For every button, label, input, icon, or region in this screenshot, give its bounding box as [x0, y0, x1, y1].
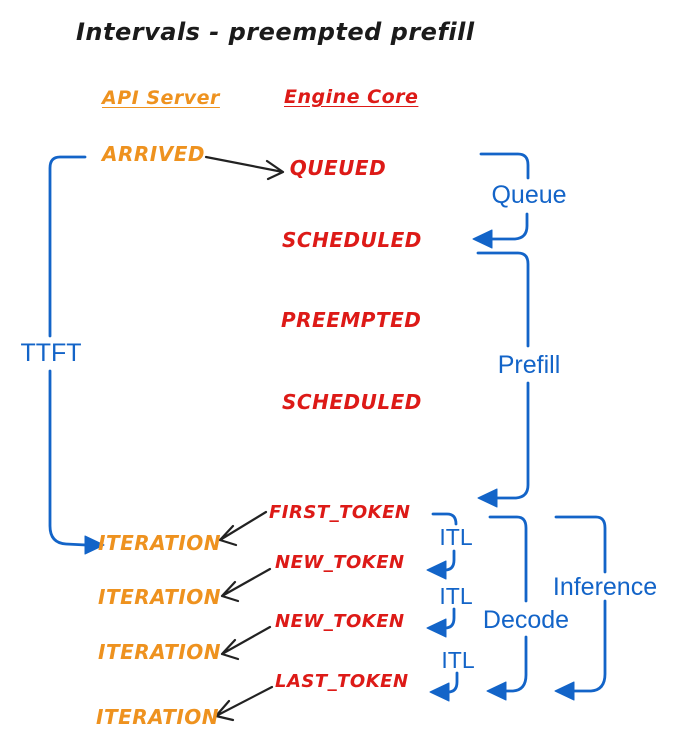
event-iteration-2: ITERATION — [98, 585, 222, 609]
inference-bracket — [554, 515, 607, 701]
event-queued: QUEUED — [289, 156, 387, 180]
engine-core-column-header: Engine Core — [284, 86, 419, 108]
event-iteration-1: ITERATION — [98, 531, 222, 555]
interval-label-prefill: Prefill — [497, 351, 561, 379]
first-token-to-iteration-arrow — [218, 510, 268, 547]
event-scheduled-2: SCHEDULED — [282, 390, 422, 414]
itl-arrowhead-3-icon — [429, 682, 450, 702]
interval-label-itl-2: ITL — [439, 583, 473, 609]
event-iteration-4: ITERATION — [96, 705, 220, 729]
last-token-to-iteration-arrow — [214, 685, 274, 722]
queue-bracket — [472, 152, 530, 249]
decode-arrowhead-icon — [486, 681, 507, 701]
event-arrived: ARRIVED — [102, 142, 205, 166]
interval-label-decode: Decode — [482, 606, 570, 634]
prefill-bracket — [476, 251, 530, 508]
prefill-arrowhead-icon — [477, 488, 498, 508]
new-token-2-to-iteration-arrow — [220, 625, 272, 661]
ttft-arrowhead-icon — [84, 535, 105, 555]
interval-label-inference: Inference — [552, 573, 658, 601]
event-scheduled-1: SCHEDULED — [282, 228, 422, 252]
new-token-1-to-iteration-arrow — [220, 567, 272, 603]
event-new-token-2: NEW_TOKEN — [275, 611, 405, 632]
itl-chain-bracket — [426, 512, 459, 702]
decode-bracket — [486, 515, 528, 701]
interval-label-ttft: TTFT — [20, 339, 82, 367]
api-server-column-header: API Server — [102, 87, 220, 109]
itl-arrowhead-2-icon — [426, 618, 447, 638]
interval-label-itl-3: ITL — [441, 647, 475, 673]
event-first-token: FIRST_TOKEN — [269, 502, 411, 523]
event-new-token-1: NEW_TOKEN — [275, 552, 405, 573]
itl-arrowhead-1-icon — [426, 560, 447, 580]
inference-arrowhead-icon — [554, 681, 575, 701]
interval-label-itl-1: ITL — [439, 524, 473, 550]
ttft-bracket — [48, 155, 105, 555]
page-title: Intervals - preempted prefill — [76, 18, 475, 46]
event-iteration-3: ITERATION — [98, 640, 222, 664]
event-last-token: LAST_TOKEN — [275, 671, 409, 692]
queue-arrowhead-icon — [472, 229, 493, 249]
event-preempted: PREEMPTED — [281, 308, 422, 332]
arrived-to-queued-arrow — [204, 155, 285, 181]
interval-label-queue: Queue — [491, 181, 567, 209]
